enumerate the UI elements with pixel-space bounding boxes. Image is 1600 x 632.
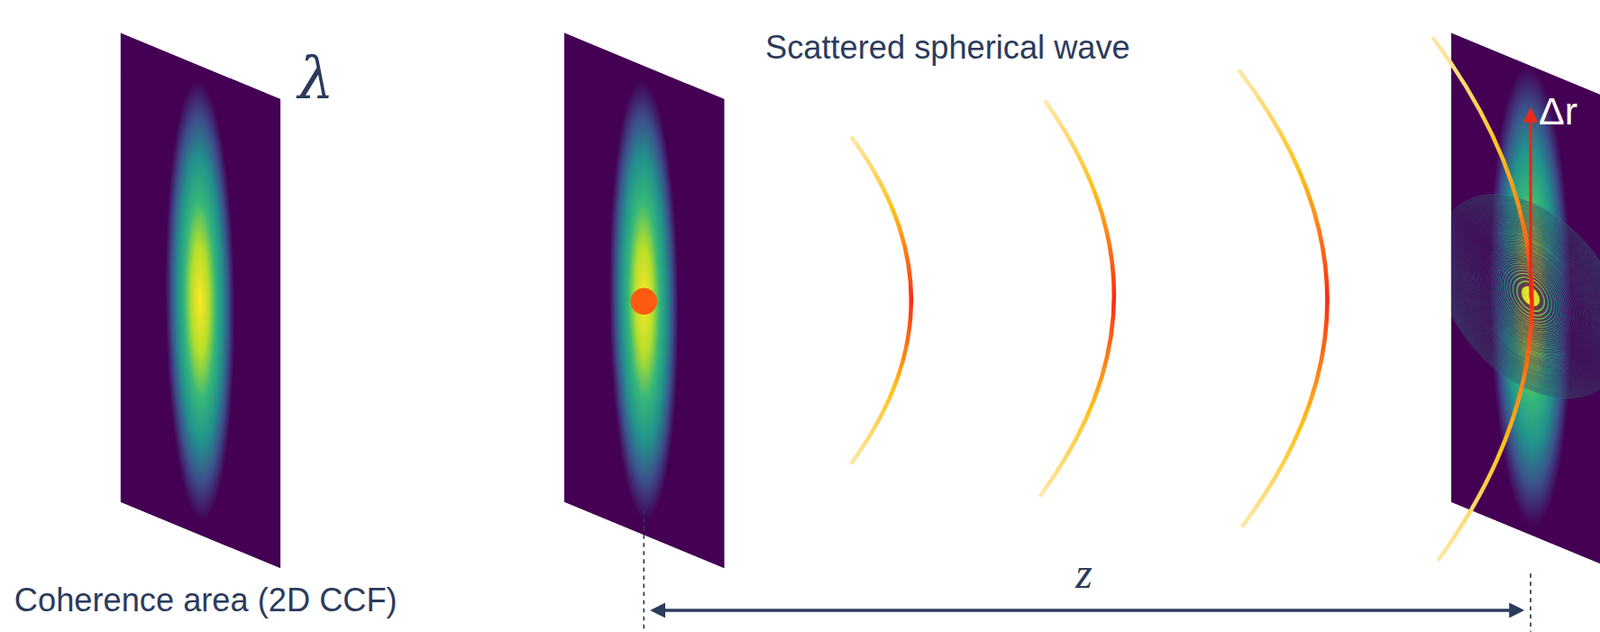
plane-ground bbox=[120, 32, 282, 568]
ring bbox=[1457, 193, 1600, 400]
ring bbox=[1451, 164, 1600, 429]
wavefront-arc bbox=[1433, 38, 1532, 559]
ring bbox=[1451, 163, 1600, 430]
ring bbox=[1451, 164, 1600, 430]
ring bbox=[1451, 163, 1600, 430]
ring bbox=[1456, 192, 1600, 401]
coherence-spot bbox=[164, 66, 235, 535]
dashed-guide bbox=[1529, 573, 1532, 632]
scatterer-dot bbox=[630, 288, 658, 315]
detector-plane bbox=[564, 32, 725, 568]
wavefront-arc bbox=[851, 137, 912, 463]
wavefront-arc bbox=[1239, 71, 1327, 526]
wave-label: Scattered spherical wave bbox=[765, 28, 1131, 67]
coherence-label: Coherence area (2D CCF) bbox=[14, 581, 398, 620]
interference-rings bbox=[1451, 163, 1600, 430]
dashed-guide bbox=[642, 510, 645, 632]
radius-arrow bbox=[1528, 109, 1532, 298]
ring bbox=[1455, 190, 1600, 403]
plane-ground bbox=[1451, 32, 1600, 568]
ring bbox=[1456, 191, 1600, 401]
detector-plane bbox=[120, 32, 282, 568]
ring bbox=[1457, 192, 1600, 401]
detector-plane bbox=[1435, 26, 1600, 574]
dimension-arrow bbox=[652, 608, 1521, 612]
dimension bbox=[643, 510, 1531, 632]
distance-label: z bbox=[1075, 548, 1093, 599]
plane-ground bbox=[564, 32, 725, 568]
wavefront-arc bbox=[1041, 101, 1115, 495]
wavelength-symbol: λ bbox=[298, 45, 335, 111]
ring bbox=[1455, 191, 1600, 403]
radius-label: Δr bbox=[1538, 90, 1578, 135]
coherence-spot bbox=[609, 66, 679, 535]
